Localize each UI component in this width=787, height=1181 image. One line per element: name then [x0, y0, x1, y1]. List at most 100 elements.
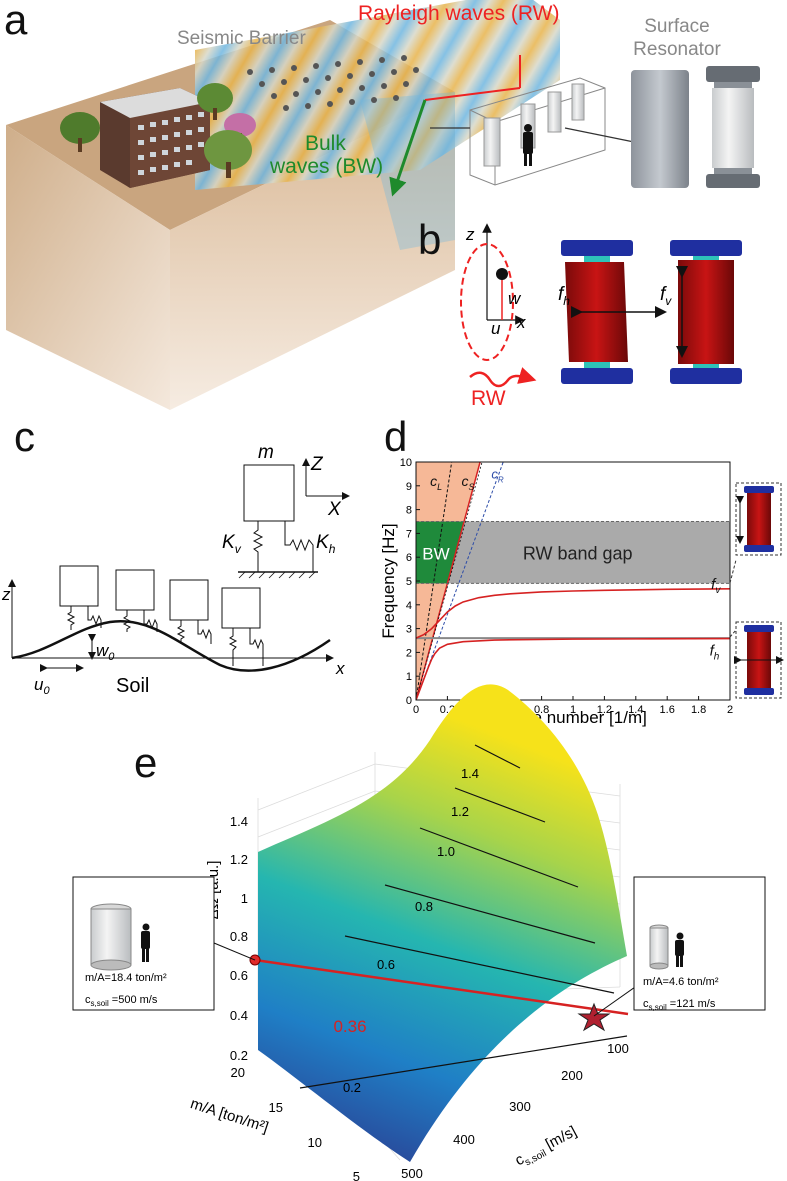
e-z-ticks: 0.2 0.4 0.6 0.8 1 1.2 1.4 [230, 814, 248, 1063]
c-label-u0: u0 [34, 675, 50, 697]
d-ytick-label: 1 [406, 671, 412, 683]
c-label-kv: Kv [222, 532, 242, 556]
c-resonator-array [59, 565, 264, 666]
dispersion-chart: 00.20.40.60.811.21.41.61.82012345678910c… [400, 457, 733, 716]
svg-text:400: 400 [453, 1132, 475, 1147]
e-left-person-icon [141, 923, 150, 962]
panel-d: d 00.20.40.60.811.21.41.61.8201234567891… [379, 413, 784, 727]
d-ytick-label: 10 [400, 457, 412, 469]
person-silhouette-a [523, 124, 533, 166]
d-label-band-gap: RW band gap [523, 544, 633, 564]
d-xtick-label: 0 [413, 704, 419, 716]
e-callout-line-left [213, 942, 256, 961]
svg-text:5: 5 [353, 1169, 360, 1181]
panel-a: a [4, 0, 760, 410]
e-contour-label-0.8: 0.8 [415, 899, 433, 914]
panel-c: c m Z X Kv Kh [1, 413, 350, 697]
e-right-info-box [633, 876, 766, 1011]
panel-letter-e: e [134, 739, 157, 786]
e-red-contour-label: 0.36 [333, 1017, 366, 1036]
c-ground-hatch [238, 571, 316, 579]
c-label-X: X [327, 499, 342, 520]
d-xtick-label: 2 [727, 704, 733, 716]
e-left-ma: m/A=18.4 ton/m² [85, 972, 167, 984]
panel-e: e [72, 684, 766, 1181]
c-mass-block [243, 464, 295, 522]
panel-letter-a: a [4, 0, 28, 43]
svg-text:1.4: 1.4 [230, 814, 248, 829]
d-inset-vertical-mode [735, 482, 782, 556]
e-right-cs: cs,soil =121 m/s [643, 998, 716, 1012]
d-inset-connector-v [729, 559, 737, 584]
d-ylabel: Frequency [Hz] [379, 523, 398, 638]
e-marker-star [577, 1002, 611, 1032]
seismic-barrier-region [195, 0, 560, 190]
b-label-rw: RW [471, 387, 506, 410]
svg-text:500: 500 [401, 1166, 423, 1181]
d-label-cS: cS [462, 473, 475, 492]
d-xtick-label: 1.8 [691, 704, 706, 716]
b-label-fv: fv [660, 284, 672, 308]
svg-text:300: 300 [509, 1099, 531, 1114]
d-ytick-label: 5 [406, 576, 412, 588]
e-cs-ticks: 500 400 300 200 100 [401, 1041, 629, 1181]
d-label-fh: fh [710, 643, 720, 663]
d-ytick-label: 0 [406, 695, 412, 707]
label-rayleigh-waves: Rayleigh waves (RW) [358, 2, 560, 25]
b-label-fh: fh [558, 284, 570, 308]
c-label-z: z [1, 585, 11, 604]
d-xtick-label: 1 [570, 704, 576, 716]
d-branch-upper [416, 588, 730, 639]
svg-text:20: 20 [231, 1065, 245, 1080]
soil-side-face [6, 125, 170, 410]
svg-text:0.2: 0.2 [230, 1048, 248, 1063]
d-ytick-label: 2 [406, 647, 412, 659]
e-right-ma: m/A=4.6 ton/m² [643, 976, 719, 988]
c-label-Z: Z [310, 454, 324, 475]
d-xtick-label: 0.8 [534, 704, 549, 716]
surface-resonator-light [706, 66, 760, 188]
label-resonator: Resonator [633, 39, 721, 60]
d-label-cL: cL [430, 473, 442, 492]
label-bulk: Bulk [305, 132, 346, 155]
svg-text:0.8: 0.8 [230, 929, 248, 944]
e-ylabel: m/A [ton/m²] [188, 1095, 270, 1136]
resonator-grid [247, 55, 419, 111]
d-ytick-label: 8 [406, 505, 412, 517]
e-xlabel: cs,soil [m/s] [512, 1123, 581, 1172]
d-plot-area [416, 462, 730, 700]
callout-line-2 [564, 127, 635, 143]
label-surface: Surface [644, 16, 709, 37]
c-label-kh: Kh [316, 532, 336, 556]
building [100, 88, 210, 188]
e-right-cylinder-icon [649, 924, 669, 970]
d-inset-connector-h [729, 629, 737, 638]
svg-text:1: 1 [241, 891, 248, 906]
d-ytick-label: 4 [406, 600, 412, 612]
b-particle [496, 268, 508, 280]
d-branch-lower [416, 637, 730, 700]
svg-text:15: 15 [269, 1100, 283, 1115]
svg-text:0.4: 0.4 [230, 1008, 248, 1023]
d-bw-region [416, 521, 465, 584]
e-left-cs: cs,soil =500 m/s [85, 994, 158, 1008]
e-right-person-icon [675, 932, 684, 967]
panel-letter-c: c [14, 413, 35, 460]
trees [60, 83, 256, 178]
e-contour-label-0.2: 0.2 [343, 1080, 361, 1095]
e-left-cylinder-icon [90, 903, 132, 971]
c-label-x: x [335, 659, 345, 678]
rw-direction-line [424, 87, 521, 101]
c-spring-kh [284, 521, 314, 572]
d-line-cS-dashed [416, 462, 483, 700]
d-label-cR: cR [491, 467, 504, 485]
d-xtick-label: 1.6 [660, 704, 675, 716]
c-spring-kv [252, 521, 264, 572]
e-red-contour [254, 958, 629, 1016]
label-bulk-waves: waves (BW) [269, 155, 383, 178]
d-line-cL [416, 462, 453, 700]
c-label-m: m [258, 442, 274, 463]
d-ytick-label: 9 [406, 481, 412, 493]
svg-text:100: 100 [607, 1041, 629, 1056]
